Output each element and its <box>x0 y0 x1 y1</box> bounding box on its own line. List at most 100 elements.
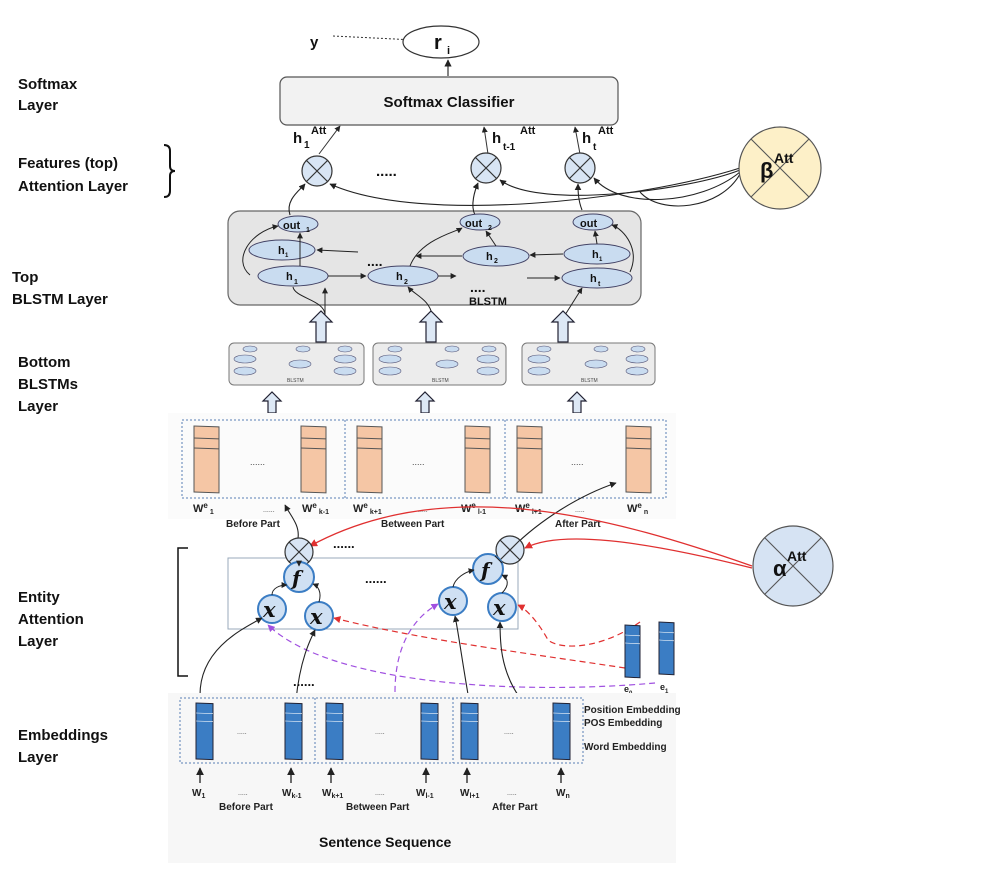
out-node-2-label: out <box>465 218 482 230</box>
svg-text:t: t <box>593 142 597 153</box>
feature-label-3: h t Att <box>582 125 614 153</box>
svg-text:f: f <box>479 558 493 582</box>
svg-text:Wek-1: Wek-1 <box>302 501 329 516</box>
after-part-top: After Part <box>555 519 601 530</box>
svg-text:f: f <box>290 566 304 590</box>
bottom-blstm-label-3: Layer <box>18 398 58 415</box>
svg-text:h: h <box>278 245 285 257</box>
layer-labels: Softmax Layer Features (top) Attention L… <box>12 76 188 766</box>
beta-attention-node: β Att <box>738 126 822 210</box>
entity-layer-label-2: Attention <box>18 611 84 628</box>
svg-text:.....: ..... <box>375 790 385 797</box>
svg-text:h: h <box>582 130 591 147</box>
svg-text:1: 1 <box>294 279 298 286</box>
alpha-attention-node: α Att <box>752 525 834 607</box>
svg-text:h: h <box>486 251 493 263</box>
svg-text:h: h <box>396 271 403 283</box>
svg-text:t-1: t-1 <box>503 142 516 153</box>
mini-blstm-1: BLSTM <box>228 342 365 386</box>
bottom-blstms: BLSTM BLSTM BLSTM <box>228 342 656 386</box>
svg-text:2: 2 <box>494 258 498 265</box>
svg-text:Att: Att <box>787 548 807 564</box>
svg-text:BLSTM: BLSTM <box>432 378 449 384</box>
svg-text:Wk+1: Wk+1 <box>322 788 343 800</box>
softmax-layer-label-1: Softmax <box>18 76 78 93</box>
svg-text:2: 2 <box>404 279 408 286</box>
svg-text:Wel-1: Wel-1 <box>461 501 486 516</box>
we-labels: We1 Wek-1 Wek+1 Wel-1 Wel+1 Wen <box>193 501 648 516</box>
svg-text:W1: W1 <box>192 788 205 800</box>
features-layer-label-2: Attention Layer <box>18 178 128 195</box>
out-node-1-label: out <box>283 220 300 232</box>
entity-vectors: e0 e1 <box>624 621 675 697</box>
top-blstm-label-2: BLSTM Layer <box>12 291 108 308</box>
attended-word-vectors: ...... ..... ..... We1 Wek-1 Wek+1 Wel-1… <box>168 413 676 530</box>
svg-text:......: ...... <box>250 457 265 467</box>
y-dotted-arrow <box>332 35 416 43</box>
after-part-bottom: After Part <box>492 802 538 813</box>
multiply-node-2 <box>470 152 502 184</box>
svg-text:BLSTM: BLSTM <box>287 378 304 384</box>
svg-text:1: 1 <box>285 253 289 259</box>
entity-multiply-node-2 <box>495 535 525 565</box>
svg-text:....: .... <box>470 279 486 295</box>
svg-text:Att: Att <box>520 125 536 137</box>
entity-multiply-node-1 <box>284 537 314 567</box>
embedding-vectors <box>195 702 571 761</box>
top-up-arrows <box>308 310 576 343</box>
y-label: y <box>310 34 319 51</box>
sentence-sequence-label: Sentence Sequence <box>319 834 451 850</box>
svg-text:h: h <box>492 130 501 147</box>
svg-text:.....: ..... <box>507 790 517 797</box>
output-node <box>402 25 480 59</box>
x-node-4: x <box>487 592 517 622</box>
svg-text:Wl+1: Wl+1 <box>460 788 479 800</box>
svg-text:.....: ..... <box>412 457 425 467</box>
features-ellipsis: ..... <box>376 163 397 180</box>
x-node-1: x <box>257 594 287 624</box>
multiply-node-3 <box>564 152 596 184</box>
f-node-1: f <box>283 561 315 593</box>
svg-text:Wek+1: Wek+1 <box>353 501 382 516</box>
svg-text:1: 1 <box>306 227 310 234</box>
entity-attention: ...... f f ...... x x x <box>199 481 834 701</box>
svg-text:....: .... <box>367 253 383 269</box>
svg-text:e1: e1 <box>660 682 669 695</box>
embedding-legend: Position Embedding POS Embedding Word Em… <box>584 705 681 753</box>
svg-text:......: ...... <box>293 674 315 689</box>
top-blstm-label-1: Top <box>12 269 38 286</box>
top-blstm-box <box>227 210 642 306</box>
mini-blstm-3: BLSTM <box>521 342 656 386</box>
svg-text:h: h <box>590 273 597 285</box>
output-section: y r i Softmax Classifier <box>279 25 619 126</box>
orange-vectors <box>193 425 652 494</box>
svg-text:Att: Att <box>311 125 327 137</box>
svg-text:Wen: Wen <box>627 501 648 516</box>
svg-text:h: h <box>592 249 599 261</box>
svg-text:......: ...... <box>365 571 387 586</box>
embeddings-layer-label-1: Embeddings <box>18 727 108 744</box>
svg-text:.....: ..... <box>238 790 248 797</box>
entity-bracket <box>177 547 188 677</box>
svg-text:.....: ..... <box>504 729 514 736</box>
bottom-up-arrows <box>261 391 588 414</box>
bottom-blstm-label-2: BLSTMs <box>18 376 78 393</box>
features-bracket <box>163 144 176 198</box>
out-node-3-label: out <box>580 218 597 230</box>
entity-layer-label-1: Entity <box>18 589 60 606</box>
mini-blstm-2: BLSTM <box>372 342 507 386</box>
f-node-2: f <box>472 553 504 585</box>
svg-text:x: x <box>443 589 457 614</box>
svg-text:h: h <box>286 271 293 283</box>
features-attention: h 1 Att h t-1 Att h t Att ..... <box>293 125 822 210</box>
svg-text:Att: Att <box>598 125 614 137</box>
between-part-top: Between Part <box>381 519 445 530</box>
softmax-classifier-box <box>279 76 619 126</box>
svg-text:x: x <box>309 604 323 629</box>
top-blstm-label: BLSTM <box>469 296 507 308</box>
svg-text:t: t <box>598 281 601 288</box>
embeddings-layer: ..... ..... ..... Position Embedding POS… <box>168 693 681 863</box>
svg-text:BLSTM: BLSTM <box>581 378 598 384</box>
word-input-arrows <box>196 767 565 783</box>
